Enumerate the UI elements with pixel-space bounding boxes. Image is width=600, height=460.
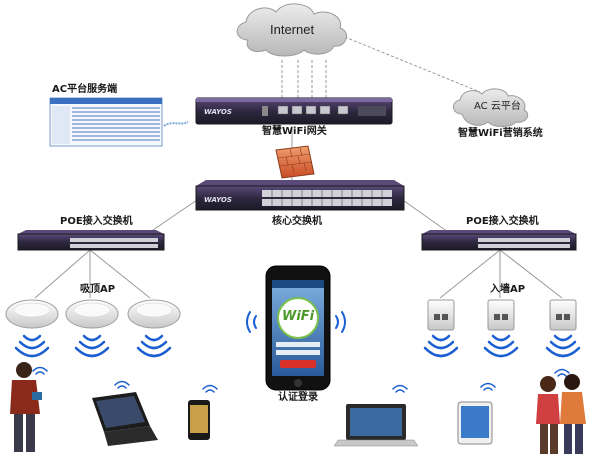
wifi-signal-icons: [14, 311, 581, 393]
gateway-device-icon: [195, 97, 393, 125]
core-switch-label: 核心交换机: [272, 216, 322, 227]
person-left-icon: [10, 362, 42, 452]
core-switch-icon: [195, 180, 405, 211]
ceiling-ap-2-icon: [65, 299, 119, 329]
core-switch-brand: WAYOS: [204, 196, 232, 204]
wall-ap-3-icon: [549, 299, 577, 331]
smartphone-icon: [265, 265, 331, 391]
wall-ap-2-icon: [487, 299, 515, 331]
marketing-label: 智慧WiFi营销系统: [458, 128, 543, 139]
ceiling-ap-3-icon: [127, 299, 181, 329]
internet-cloud-icon: [236, 3, 348, 57]
ac-server-screen-icon: [49, 97, 189, 147]
gateway-brand: WAYOS: [204, 108, 232, 116]
poe-right-label: POE接入交换机: [466, 216, 539, 227]
gateway-label: 智慧WiFi网关: [262, 126, 327, 137]
small-phone-icon: [188, 400, 210, 440]
ac-server-label: AC平台服务端: [52, 84, 118, 95]
poe-switch-right-icon: [421, 230, 577, 251]
ac-cloud-icon: [453, 88, 529, 127]
tablet-icon: [457, 401, 493, 445]
internet-label: Internet: [270, 22, 315, 37]
ceiling-ap-label: 吸顶AP: [80, 284, 116, 295]
people-right-icon: [536, 374, 586, 454]
ac-cloud-label: AC 云平台: [474, 101, 521, 112]
firewall-icon: [275, 145, 315, 179]
laptop-right-icon: [333, 404, 419, 447]
phone-wifi-logo: WiFi: [282, 309, 315, 324]
poe-switch-left-icon: [17, 230, 165, 251]
laptop-left-icon: [92, 392, 158, 446]
auth-login-label: 认证登录: [278, 392, 318, 403]
wall-ap-1-icon: [427, 299, 455, 331]
ceiling-ap-1-icon: [5, 299, 59, 329]
poe-left-label: POE接入交换机: [60, 216, 133, 227]
wall-ap-label: 入墙AP: [490, 284, 526, 295]
